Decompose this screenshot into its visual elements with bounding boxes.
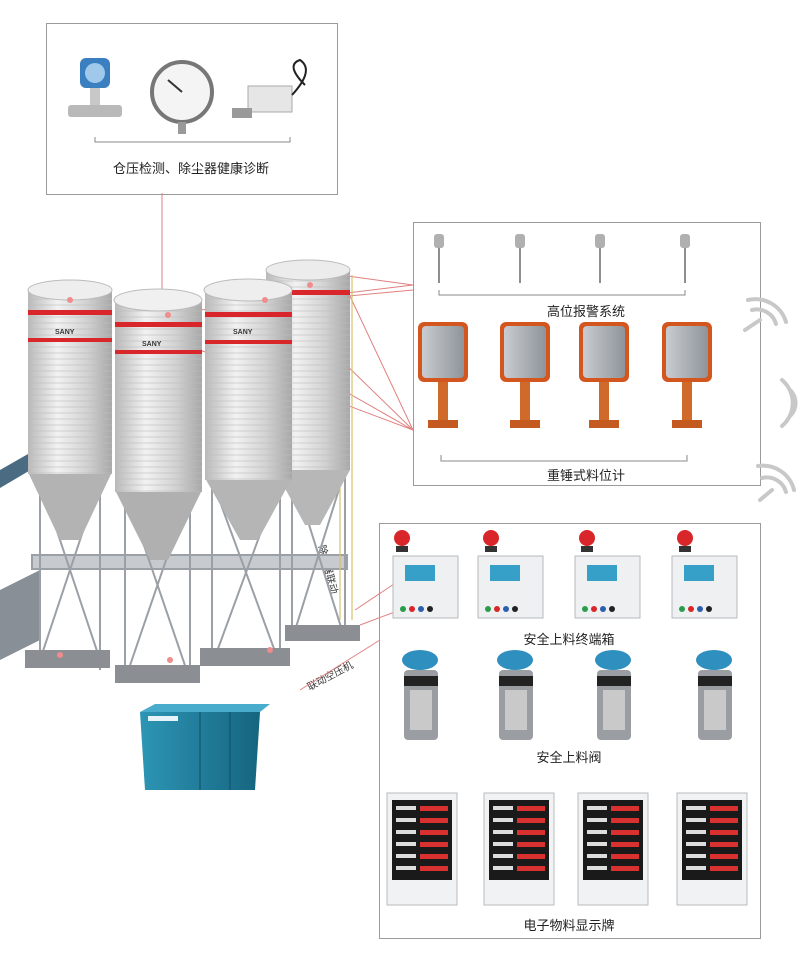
silo-1 bbox=[27, 279, 113, 540]
air-compressor bbox=[140, 704, 270, 790]
pressure-gauge bbox=[150, 60, 214, 134]
silo-support-structure bbox=[31, 469, 348, 681]
wireless-signal-icon-2 bbox=[780, 378, 798, 428]
silo-3 bbox=[203, 278, 293, 540]
red-marker-dots bbox=[57, 282, 313, 663]
sensor-bracket bbox=[94, 137, 291, 143]
high-alarm-probes bbox=[434, 234, 690, 283]
brand-label-1: SANY bbox=[55, 329, 75, 336]
high-alarm-bracket bbox=[438, 290, 686, 296]
brand-label-2: SANY bbox=[142, 341, 162, 348]
high-alarm-caption: 高位报警系统 bbox=[546, 305, 625, 320]
level-meter-caption: 重锤式料位计 bbox=[546, 469, 625, 484]
pressure-transmitter bbox=[68, 58, 122, 117]
sensor-panel-caption: 仓压检测、除尘器健康诊断 bbox=[112, 162, 269, 177]
safety-valves bbox=[402, 650, 732, 740]
silo-bases bbox=[25, 625, 360, 683]
differential-pressure-sensor bbox=[232, 58, 307, 118]
display-boards bbox=[386, 792, 748, 906]
terminal-box-caption: 安全上料终端箱 bbox=[523, 633, 615, 648]
display-board-caption: 电子物料显示牌 bbox=[523, 919, 615, 934]
level-meter-bracket bbox=[440, 455, 688, 462]
terminal-boxes bbox=[392, 530, 738, 619]
silo-brand-labels: SANY SANY SANY bbox=[55, 329, 253, 348]
silo-2 bbox=[113, 288, 203, 560]
brand-label-3: SANY bbox=[233, 329, 253, 336]
wireless-signal-icon bbox=[743, 297, 788, 332]
wireless-signal-icon-3 bbox=[756, 463, 796, 502]
safety-valve-caption: 安全上料阀 bbox=[536, 751, 602, 766]
level-meters bbox=[418, 322, 712, 428]
